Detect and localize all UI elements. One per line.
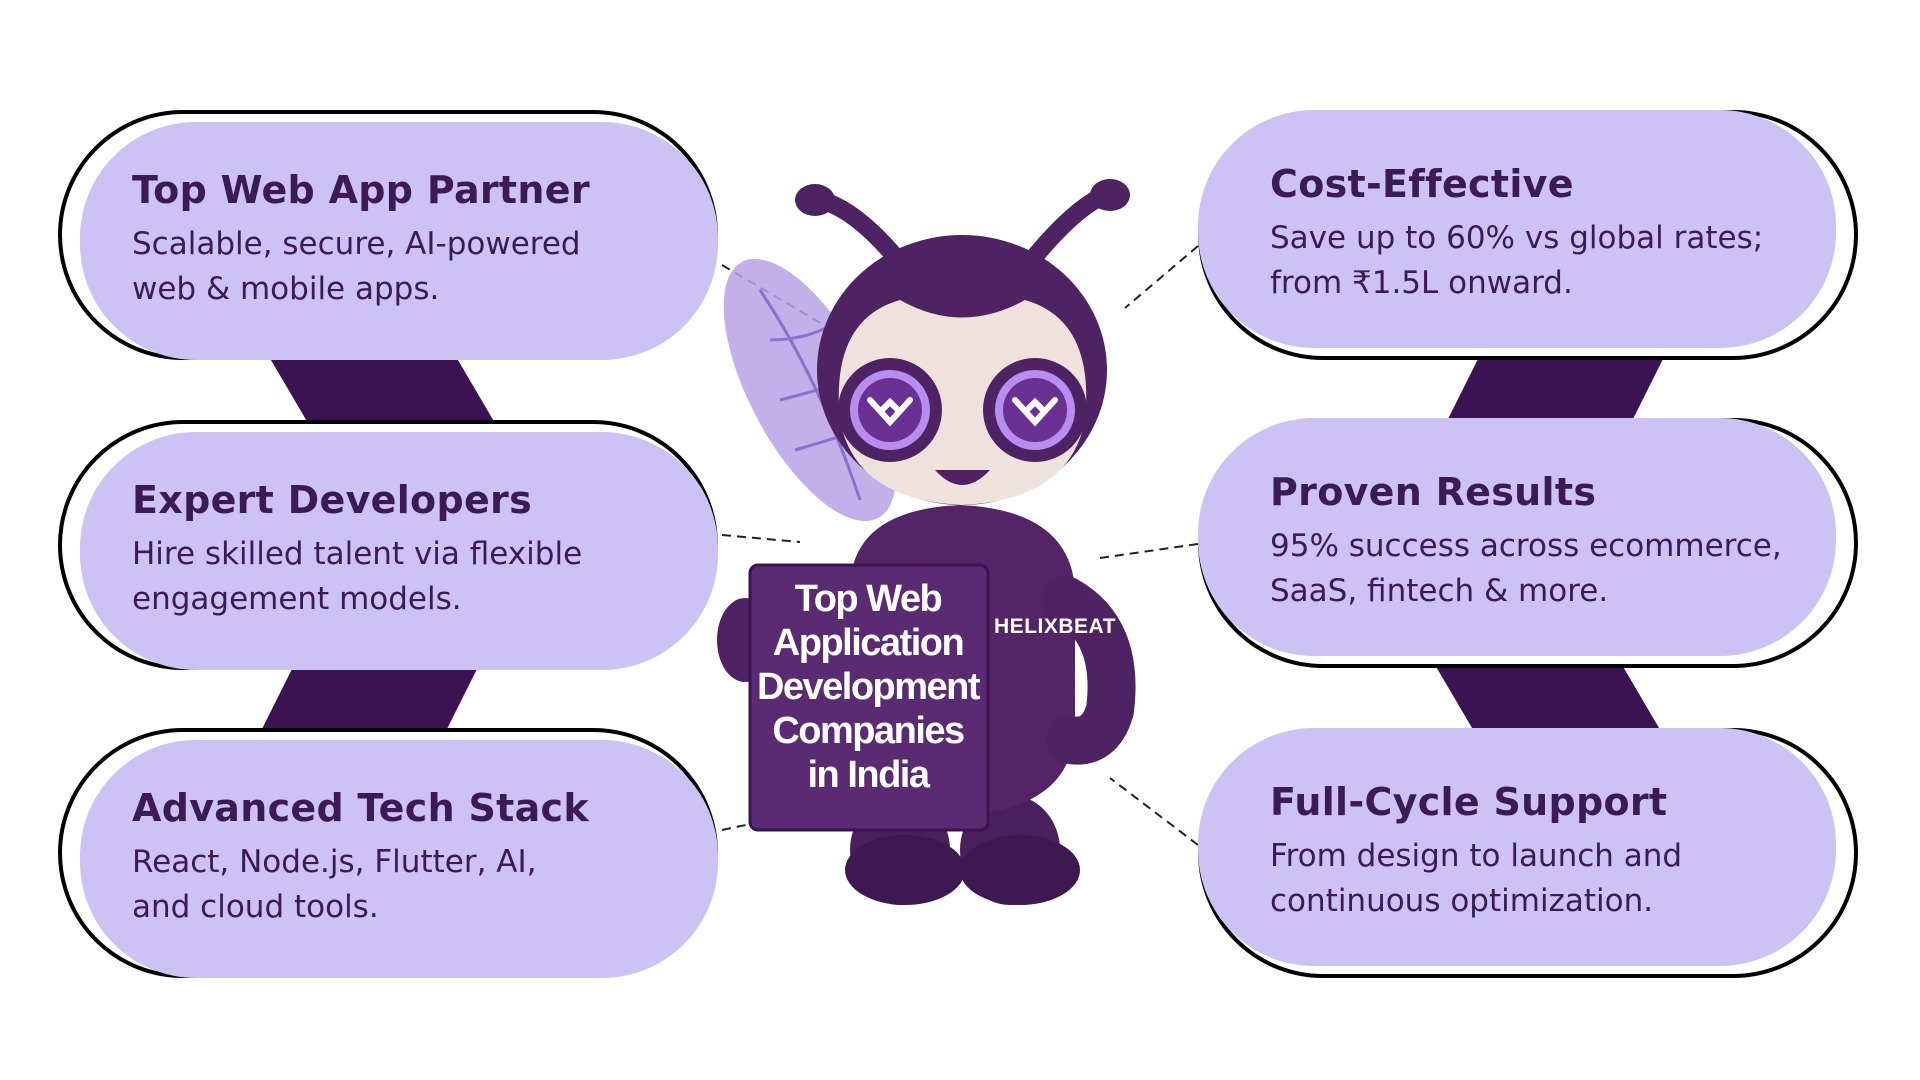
card-proven-results: Proven Results 95% success across ecomme… [1198, 418, 1858, 668]
connector-line [1099, 543, 1199, 559]
card-advanced-tech-stack: Advanced Tech Stack React, Node.js, Flut… [58, 728, 718, 978]
card-fill [80, 740, 718, 978]
sign-line: Companies [772, 710, 965, 752]
card-top-web-app-partner: Top Web App Partner Scalable, secure, AI… [58, 110, 718, 360]
right-band-2 [1428, 653, 1662, 733]
card-line: Hire skilled talent via flexible [132, 536, 583, 572]
sign-line: in India [807, 754, 931, 796]
card-line: web & mobile apps. [132, 271, 440, 307]
right-band-1 [1445, 345, 1670, 425]
card-line: continuous optimization. [1270, 883, 1654, 919]
card-line: and cloud tools. [132, 889, 379, 925]
card-line: React, Node.js, Flutter, AI, [132, 844, 537, 880]
left-band-1 [268, 355, 502, 435]
sign-line: Development [756, 666, 981, 708]
card-line: Scalable, secure, AI-powered [132, 226, 581, 262]
card-description: Hire skilled talent via flexible engagem… [132, 532, 672, 622]
card-fill [80, 122, 718, 360]
card-line: from ₹1.5L onward. [1270, 265, 1573, 301]
left-band-2 [255, 663, 480, 743]
card-description: Scalable, secure, AI-powered web & mobil… [132, 222, 672, 312]
card-fill [1198, 110, 1836, 348]
card-cost-effective: Cost-Effective Save up to 60% vs global … [1198, 110, 1858, 360]
card-line: SaaS, fintech & more. [1270, 573, 1609, 609]
card-full-cycle-support: Full-Cycle Support From design to launch… [1198, 728, 1858, 978]
sign-line: Top Web [794, 578, 943, 620]
card-fill [80, 432, 718, 670]
card-fill [1198, 418, 1836, 656]
card-line: 95% success across ecommerce, [1270, 528, 1782, 564]
connector-line [1109, 777, 1199, 846]
card-fill [1198, 728, 1836, 966]
card-description: React, Node.js, Flutter, AI, and cloud t… [132, 840, 672, 930]
sign-line: Application [772, 622, 965, 664]
bee-mascot-icon [717, 179, 1136, 905]
card-title: Top Web App Partner [132, 168, 590, 212]
card-title: Cost-Effective [1270, 162, 1574, 206]
card-title: Advanced Tech Stack [132, 786, 589, 830]
brand-label: HELIXBEAT [994, 615, 1116, 638]
eye-logo-icon [838, 358, 1087, 462]
card-title: Full-Cycle Support [1270, 780, 1668, 824]
connector-line [1124, 245, 1199, 309]
card-expert-developers: Expert Developers Hire skilled talent vi… [58, 420, 718, 670]
card-line: Save up to 60% vs global rates; [1270, 220, 1764, 256]
card-title: Expert Developers [132, 478, 532, 522]
card-description: Save up to 60% vs global rates; from ₹1.… [1270, 216, 1810, 306]
sign-text: Top Web Application Development Companie… [752, 577, 984, 797]
card-line: engagement models. [132, 581, 462, 617]
card-title: Proven Results [1270, 470, 1597, 514]
connector-line [721, 534, 801, 543]
card-line: From design to launch and [1270, 838, 1683, 874]
card-description: From design to launch and continuous opt… [1270, 834, 1810, 924]
card-description: 95% success across ecommerce, SaaS, fint… [1270, 524, 1810, 614]
